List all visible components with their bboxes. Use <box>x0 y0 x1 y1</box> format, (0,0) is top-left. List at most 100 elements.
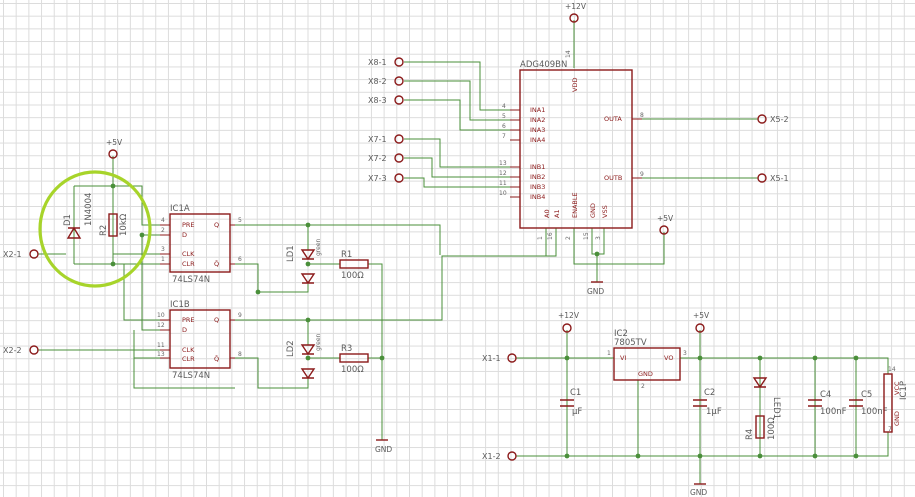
port-x2-2[interactable] <box>29 345 39 355</box>
capacitor-c5[interactable]: C5 100nF <box>849 390 888 417</box>
ld1-lower <box>300 273 316 285</box>
ic2-part: 7805TV <box>614 338 647 348</box>
ic1a-pin-stubs <box>160 224 235 265</box>
ic1b-chip[interactable]: IC1B 74LS74N PRE D CLK CLR Q Q̄ 10 12 11… <box>157 300 242 381</box>
ic2-pn-3: 3 <box>683 350 687 357</box>
c2-plates <box>693 399 707 407</box>
diode-symbol <box>66 226 82 239</box>
led-ld1[interactable]: LD1 green <box>286 238 322 285</box>
resistor-r2[interactable]: R2 10kΩ <box>99 213 129 237</box>
resistor-r3[interactable]: R3 100Ω <box>339 344 369 375</box>
c4-name: C4 <box>820 390 831 400</box>
c2-name: C2 <box>704 388 715 398</box>
port-x8-3[interactable] <box>394 95 404 105</box>
mux-pn-5: 5 <box>502 113 506 120</box>
ic1a-pn-4: 4 <box>161 217 165 224</box>
r4-name: R4 <box>745 429 755 440</box>
ic1b-part: 74LS74N <box>172 371 210 381</box>
ld1-name: LD1 <box>286 245 296 262</box>
port-x7-1[interactable] <box>394 134 404 144</box>
c1-plates <box>560 399 574 407</box>
mux-name: ADG409BN <box>520 60 567 70</box>
led-led1[interactable]: LED1 <box>752 377 781 419</box>
capacitor-c1[interactable]: C1 µF <box>560 388 582 417</box>
ic1a-chip[interactable]: IC1A 74LS74N PRE D CLK CLR Q Q̄ 4 2 3 1 … <box>160 204 242 285</box>
port-x2-1[interactable] <box>29 249 39 259</box>
mux-pn-11: 11 <box>499 180 507 187</box>
wire-ic1a-q <box>235 224 441 255</box>
port-x7-3[interactable] <box>394 173 404 183</box>
capacitor-c2[interactable]: C2 1µF <box>693 388 722 417</box>
resistor-r1[interactable]: R1 100Ω <box>339 250 369 281</box>
port-x5-2[interactable] <box>757 114 767 124</box>
wire-ic1a-qbar <box>235 263 309 293</box>
port-x1-2[interactable] <box>507 451 517 461</box>
port-x7-1-label: X7-1 <box>368 135 387 144</box>
supply-5v-reg-label: +5V <box>693 311 710 320</box>
junction <box>110 183 116 189</box>
mux-pn-13: 13 <box>499 160 507 167</box>
mux-pin-vdd: VDD <box>571 78 579 92</box>
port-x7-2[interactable] <box>394 153 404 163</box>
ic1b-pn-8: 8 <box>238 351 242 358</box>
mux-pn-1: 1 <box>537 236 544 240</box>
wire-x8-2 <box>404 80 510 121</box>
ic2-pin-vi: VI <box>620 354 626 362</box>
mux-pn-4: 4 <box>502 103 506 110</box>
mux-pin-stubs <box>510 109 642 198</box>
junction <box>255 289 261 295</box>
diode-value: 1N4004 <box>84 193 94 226</box>
resistor-r4[interactable]: R4 100Ω <box>745 415 777 440</box>
r2-body <box>108 213 118 237</box>
ic1b-pn-12: 12 <box>157 322 165 329</box>
ic1a-pn-1: 1 <box>161 256 165 263</box>
port-x1-1-label: X1-1 <box>482 354 501 363</box>
ports[interactable]: X8-1 X8-2 X8-3 X7-1 X7-2 X7-3 X5-2 X5-1 … <box>3 57 789 461</box>
led1-symbol <box>752 377 768 389</box>
c1-value: µF <box>572 407 582 417</box>
ic1a-pin-clk: CLK <box>182 250 195 258</box>
junction <box>812 355 818 361</box>
c1-name: C1 <box>570 388 581 398</box>
mux-pin-a1: A1 <box>553 209 561 218</box>
c4-value: 100nF <box>820 407 847 417</box>
port-x5-1[interactable] <box>757 173 767 183</box>
mux-pn-15: 15 <box>583 232 590 240</box>
diode-d1[interactable]: D1 1N4004 <box>63 193 94 239</box>
port-x8-2[interactable] <box>394 76 404 86</box>
mux-body <box>519 69 633 229</box>
ic1b-pn-13: 13 <box>157 351 165 358</box>
junction <box>697 355 703 361</box>
junction <box>635 453 641 459</box>
port-x5-2-label: X5-2 <box>770 115 789 124</box>
mux-pn-7: 7 <box>502 133 506 140</box>
port-x8-1-label: X8-1 <box>368 58 387 67</box>
junction <box>812 453 818 459</box>
mux-pin-vss: VSS <box>601 205 609 218</box>
capacitor-c4[interactable]: C4 100nF <box>808 390 847 417</box>
supply-5v-b <box>659 225 669 235</box>
port-x1-1[interactable] <box>507 353 517 363</box>
ic1b-pn-10: 10 <box>157 312 165 319</box>
ic2-pn-2: 2 <box>641 383 645 390</box>
mux-pin-ina2: INA2 <box>530 116 545 124</box>
led1-name: LED1 <box>771 397 781 419</box>
ic1p-power[interactable]: IC1P VCC GND 14 7 <box>883 366 909 433</box>
supply-12v-top-label: +12V <box>565 2 587 11</box>
r3-value: 100Ω <box>341 365 364 375</box>
r3-body <box>339 353 369 363</box>
regulator-ic2[interactable]: IC2 7805TV VI VO GND 1 3 2 <box>607 329 687 390</box>
r1-body <box>339 259 369 269</box>
wire-x8-3 <box>404 99 510 131</box>
mux-pn-2: 2 <box>565 236 572 240</box>
mux-pin-inb3: INB3 <box>530 183 545 191</box>
r1-value: 100Ω <box>341 271 364 281</box>
led-ld2[interactable]: LD2 green <box>286 333 322 380</box>
port-x8-1[interactable] <box>394 57 404 67</box>
ic1a-pin-qbar: Q̄ <box>214 259 219 268</box>
ic2-name: IC2 <box>614 329 628 339</box>
ic1p-pn-7: 7 <box>888 426 892 433</box>
mux-pin-outa: OUTA <box>604 115 622 123</box>
mux-chip[interactable]: ADG409BN INA1 INA2 INA3 INA4 INB1 INB2 I… <box>499 50 644 240</box>
ic1b-pin-d: D <box>182 326 187 334</box>
